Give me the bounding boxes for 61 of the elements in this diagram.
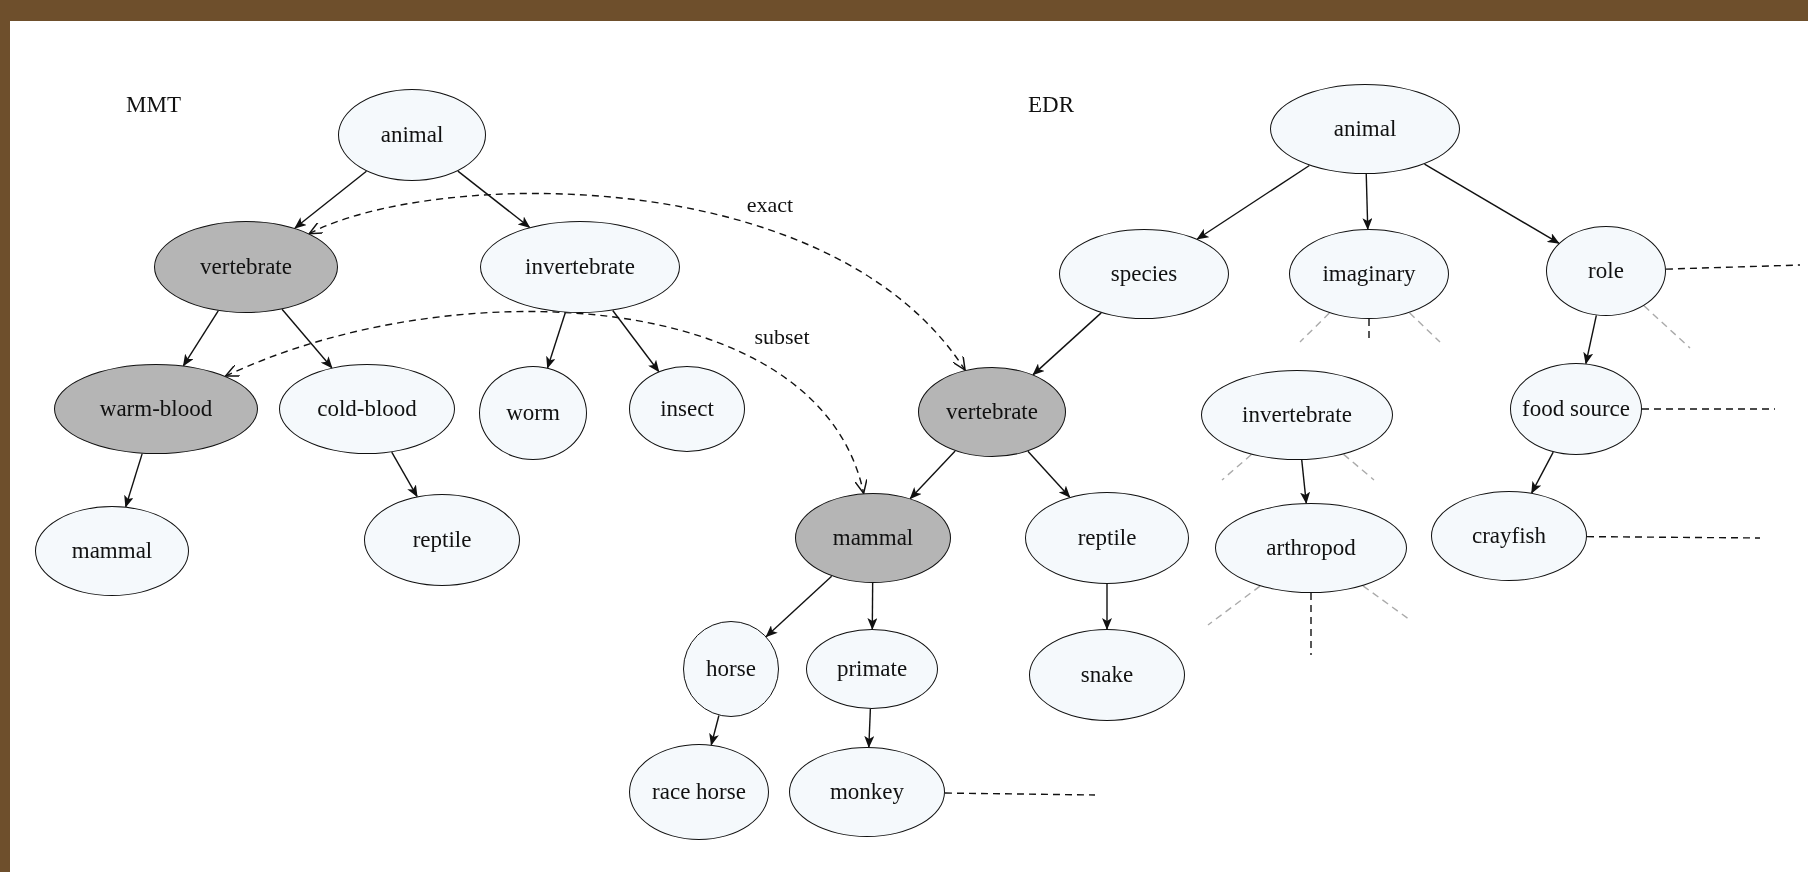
arrow <box>1032 312 1102 376</box>
concept-label: mammal <box>831 525 915 551</box>
concept-label: species <box>1109 261 1179 287</box>
tree-heading: EDR <box>1028 92 1074 118</box>
concept-label: worm <box>505 400 561 426</box>
concept-label: reptile <box>1076 525 1138 551</box>
dashed-line <box>1643 305 1691 349</box>
dashed-line <box>1665 264 1801 270</box>
dashed-line <box>1408 312 1441 343</box>
dashed-line <box>1586 535 1761 539</box>
dashed-line <box>1641 408 1776 410</box>
arrow <box>864 708 875 748</box>
concept-label: horse <box>705 656 757 682</box>
concept-label: invertebrate <box>1241 402 1353 428</box>
arrow <box>546 311 567 369</box>
concept-label: invertebrate <box>524 254 636 280</box>
arrow <box>709 714 720 746</box>
concept-label: vertebrate <box>945 399 1039 425</box>
dashed-line <box>1207 585 1261 626</box>
concept-label: warm-blood <box>98 396 214 422</box>
dashed-line <box>1221 453 1253 481</box>
concept-label: mammal <box>70 538 154 564</box>
concept-label: food source <box>1521 396 1631 422</box>
arrow <box>294 170 368 229</box>
concept-label: crayfish <box>1470 523 1548 549</box>
concept-label: vertebrate <box>199 254 293 280</box>
arrow <box>1102 583 1112 630</box>
concept-label: race horse <box>651 779 747 805</box>
arrow <box>457 170 531 228</box>
dashed-line <box>1362 585 1411 621</box>
arrow <box>1583 314 1598 365</box>
concept-label: monkey <box>828 779 906 805</box>
arrow <box>1423 163 1560 244</box>
concept-label: animal <box>379 122 445 148</box>
arrow <box>124 452 143 508</box>
arrow <box>281 308 333 369</box>
arrow <box>1196 164 1311 240</box>
dashed-line <box>1368 318 1370 341</box>
concept-label: imaginary <box>1321 261 1417 287</box>
arrow <box>909 450 956 500</box>
dashed-line <box>944 792 1096 796</box>
tree-heading: MMT <box>126 92 181 118</box>
concept-label: role <box>1587 258 1625 284</box>
concept-label: reptile <box>411 527 473 553</box>
arrow <box>1027 450 1071 498</box>
dashed-arrow <box>224 311 866 495</box>
concept-label: cold-blood <box>316 396 418 422</box>
arrow <box>612 309 660 373</box>
arrow <box>867 582 878 630</box>
concept-label: insect <box>659 396 715 422</box>
dashed-line <box>1299 312 1331 343</box>
concept-label: arthropod <box>1265 535 1357 561</box>
arrow <box>1300 459 1311 505</box>
arrow <box>765 575 833 638</box>
arrow <box>1362 173 1373 230</box>
dashed-arrow <box>308 193 966 371</box>
dashed-line <box>1310 592 1312 656</box>
concept-label: snake <box>1079 662 1135 688</box>
concept-label: animal <box>1332 116 1398 142</box>
dashed-line <box>1342 453 1375 481</box>
concept-label: primate <box>835 656 909 682</box>
